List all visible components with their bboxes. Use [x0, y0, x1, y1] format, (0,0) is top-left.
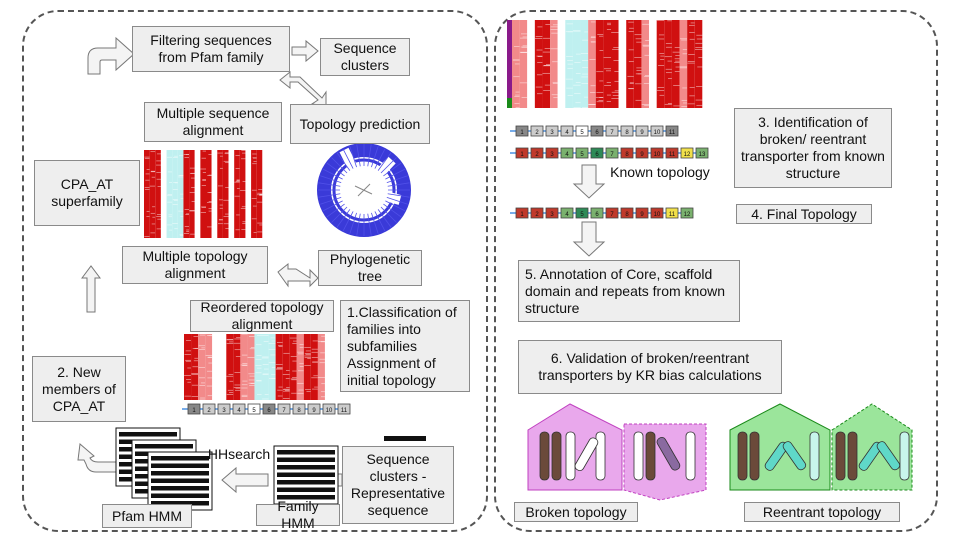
- mta-box: Multiple topology alignment: [122, 246, 268, 284]
- known-topology-row2-num: 12: [684, 152, 691, 158]
- validation-box: 6. Validation of broken/reentrant transp…: [518, 340, 782, 394]
- known-topology-row1-num: 6: [595, 130, 599, 136]
- final-topology-row-num: 10: [654, 212, 661, 218]
- known-topology-row2-num: 9: [640, 152, 644, 158]
- broken-topology-box: Broken topology: [514, 502, 638, 522]
- up-arrow-icon: [81, 265, 101, 313]
- hhsearch-label: HHsearch: [207, 446, 271, 462]
- representative-sequence-box: Sequence clusters - Representative seque…: [342, 446, 454, 524]
- known-topology-row2-num: 5: [580, 152, 584, 158]
- left-panel: [22, 10, 488, 532]
- known-topology-row2-num: 8: [625, 152, 629, 158]
- new-members-box: 2. New members of CPA_AT: [32, 356, 126, 422]
- left-topology-strip-num: 11: [341, 408, 348, 414]
- reentrant-topology-box: Reentrant topology: [744, 502, 900, 522]
- classification-box: 1.Classification of families into subfam…: [340, 300, 470, 392]
- known-topology-label: Known topology: [610, 164, 710, 180]
- left-arrow-icon: [221, 466, 269, 494]
- family-hmm-box: Family HMM: [256, 498, 340, 531]
- known-topology-row1-num: 1: [520, 130, 524, 136]
- known-topology-row1-num: 3: [550, 130, 554, 136]
- known-topology-row1-num: 2: [535, 130, 539, 136]
- double-arrow-2-icon: [277, 262, 319, 288]
- right-arrow-icon: [291, 39, 319, 63]
- final-topology-row-num: 5: [580, 212, 584, 218]
- reordered-box: Reordered topology alignment: [190, 299, 334, 332]
- known-topology-row2-num: 2: [535, 152, 539, 158]
- right-panel: [494, 10, 938, 532]
- final-topology-box: 4. Final Topology: [736, 204, 872, 224]
- known-topology-row2-num: 11: [669, 152, 676, 158]
- curved-arrow-icon: [87, 36, 135, 75]
- final-topology-row-num: 1: [520, 212, 524, 218]
- known-topology-row2-num: 1: [520, 152, 524, 158]
- known-topology-row1-num: 8: [625, 130, 629, 136]
- down-arrow-2-icon: [572, 221, 606, 257]
- sequence-bar: [384, 436, 426, 441]
- known-topology-row2-num: 10: [654, 152, 661, 158]
- curved-arrow-2-icon: [77, 443, 117, 473]
- known-topology-row1-num: 9: [640, 130, 644, 136]
- final-topology-row-num: 3: [550, 212, 554, 218]
- final-topology-row-num: 12: [684, 212, 691, 218]
- double-arrow-icon: [279, 70, 327, 107]
- left-topology-strip-num: 4: [237, 408, 241, 414]
- identification-box: 3. Identification of broken/ reentrant t…: [734, 108, 892, 188]
- left-topology-strip-num: 2: [207, 408, 211, 414]
- known-topology-row1-num: 5: [580, 130, 584, 136]
- known-topology-row2-num: 4: [565, 152, 569, 158]
- annotation-box: 5. Annotation of Core, scaffold domain a…: [518, 260, 740, 322]
- known-topology-row2-num: 13: [699, 152, 706, 158]
- left-topology-strip-num: 9: [312, 408, 316, 414]
- left-topology-strip-num: 6: [267, 408, 271, 414]
- known-topology-row2-num: 7: [610, 152, 614, 158]
- sequence-clusters-box: Sequence clusters: [320, 38, 410, 76]
- msa-box: Multiple sequence alignment: [144, 102, 282, 142]
- pfam-hmm-box: Pfam HMM: [102, 504, 192, 528]
- final-topology-row-num: 2: [535, 212, 539, 218]
- left-topology-strip-num: 8: [297, 408, 301, 414]
- final-topology-row-num: 6: [595, 212, 599, 218]
- filtering-box: Filtering sequences from Pfam family: [132, 26, 290, 72]
- known-topology-row1-num: 11: [669, 130, 676, 136]
- side-bar: [507, 20, 512, 98]
- cpa-at-box: CPA_AT superfamily: [34, 160, 140, 226]
- known-topology-row1-num: 4: [565, 130, 569, 136]
- known-topology-row2-num: 6: [595, 152, 599, 158]
- final-topology-row-num: 7: [610, 212, 614, 218]
- left-topology-strip-num: 7: [282, 408, 286, 414]
- final-topology-row-num: 9: [640, 212, 644, 218]
- known-topology-row2-num: 3: [550, 152, 554, 158]
- down-arrow-icon: [572, 164, 606, 199]
- final-topology-row-num: 8: [625, 212, 629, 218]
- final-topology-row-num: 11: [669, 212, 676, 218]
- left-topology-strip-num: 3: [222, 408, 226, 414]
- known-topology-row1-num: 7: [610, 130, 614, 136]
- left-topology-strip-num: 5: [252, 408, 256, 414]
- broken-structure-right: [623, 423, 707, 501]
- final-topology-row-num: 4: [565, 212, 569, 218]
- phylogenetic-tree-box: Phylogenetic tree: [318, 250, 422, 286]
- topology-prediction-box: Topology prediction: [290, 104, 430, 144]
- left-topology-strip-num: 1: [192, 408, 196, 414]
- left-topology-strip-num: 10: [326, 408, 333, 414]
- known-topology-row1-num: 10: [654, 130, 661, 136]
